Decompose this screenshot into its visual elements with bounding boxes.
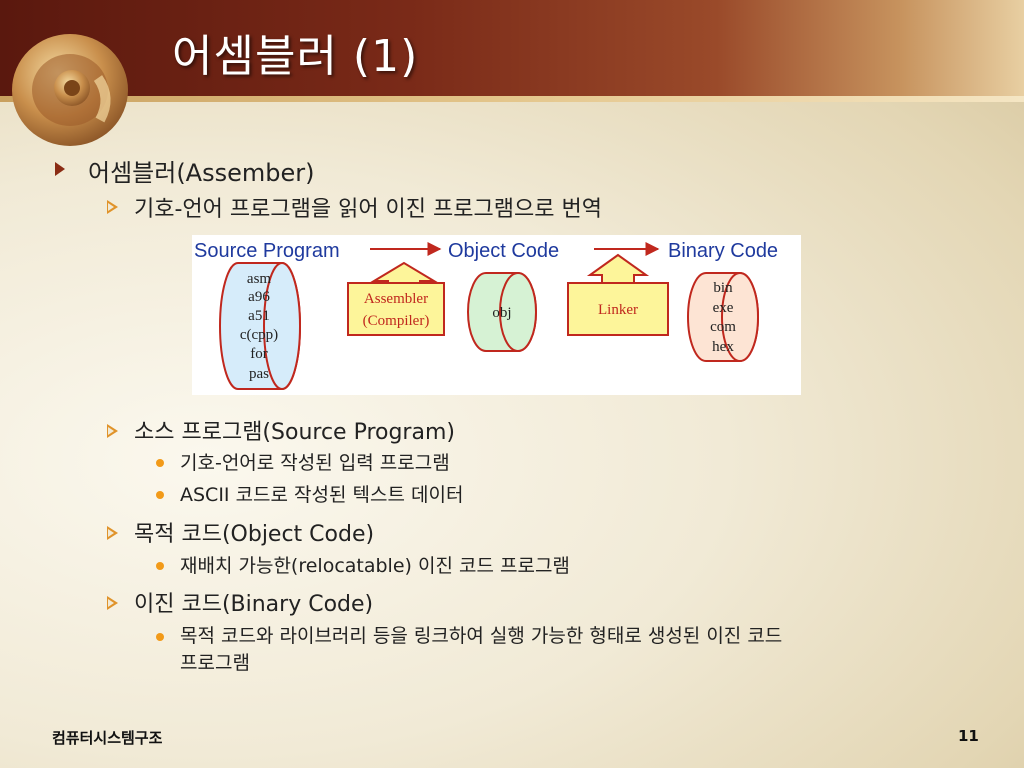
bullet-object-desc: 재배치 가능한(relocatable) 이진 코드 프로그램 xyxy=(180,555,570,577)
assembler-box xyxy=(347,282,445,336)
title-underline xyxy=(0,96,1024,102)
binary-cylinder xyxy=(687,272,759,362)
object-cylinder xyxy=(467,272,537,352)
source-item: c(cpp) xyxy=(240,327,278,343)
binary-item: exe xyxy=(713,300,734,316)
bullet-source-desc-2: ASCII 코드로 작성된 텍스트 데이터 xyxy=(180,484,464,506)
bullet-arrow-icon xyxy=(55,162,65,176)
binary-item: com xyxy=(710,319,736,335)
bullet-outline-arrow-icon xyxy=(107,424,118,438)
object-item: obj xyxy=(492,305,511,321)
bullet-binary-desc-line1: 목적 코드와 라이브러리 등을 링크하여 실행 가능한 형태로 생성된 이진 코… xyxy=(180,625,783,647)
assembler-arrow-head xyxy=(370,261,438,284)
bullet-dot-icon xyxy=(156,633,164,641)
assembler-flow-diagram: Source Program Object Code Binary Code a… xyxy=(192,235,801,395)
at-sign-logo xyxy=(12,34,128,146)
title-bar xyxy=(0,0,1024,100)
linker-box xyxy=(567,282,669,336)
source-cylinder xyxy=(219,262,301,390)
binary-code-label: Binary Code xyxy=(668,240,778,262)
bullet-outline-arrow-icon xyxy=(107,526,118,540)
bullet-binary-desc-line2: 프로그램 xyxy=(180,652,250,674)
source-item: asm xyxy=(247,271,271,287)
compiler-label: (Compiler) xyxy=(363,313,430,329)
binary-item: bin xyxy=(713,280,733,296)
bullet-dot-icon xyxy=(156,491,164,499)
slide-title: 어셈블러 (1) xyxy=(172,31,419,82)
bullet-dot-icon xyxy=(156,459,164,467)
object-code-label: Object Code xyxy=(448,240,559,262)
source-program-label: Source Program xyxy=(194,240,340,262)
linker-label: Linker xyxy=(598,302,638,318)
bullet-source-program: 소스 프로그램(Source Program) xyxy=(134,420,455,445)
page-number: 11 xyxy=(958,727,979,745)
binary-item: hex xyxy=(712,339,734,355)
bullet-assembler-desc: 기호-언어 프로그램을 읽어 이진 프로그램으로 번역 xyxy=(134,197,602,222)
bullet-dot-icon xyxy=(156,562,164,570)
source-item: a96 xyxy=(248,289,270,305)
bullet-binary-code: 이진 코드(Binary Code) xyxy=(134,592,374,617)
bullet-object-code: 목적 코드(Object Code) xyxy=(134,522,375,547)
footer-course-title: 컴퓨터시스템구조 xyxy=(52,729,163,747)
bullet-outline-arrow-icon xyxy=(107,200,118,214)
bullet-assembler: 어셈블러(Assember) xyxy=(88,159,315,187)
assembler-label: Assembler xyxy=(364,291,428,307)
linker-arrow-head xyxy=(586,253,650,284)
source-item: a51 xyxy=(248,308,270,324)
bullet-outline-arrow-icon xyxy=(107,596,118,610)
source-item: pas xyxy=(249,366,269,382)
source-item: for xyxy=(250,346,268,362)
bullet-source-desc-1: 기호-언어로 작성된 입력 프로그램 xyxy=(180,452,450,474)
